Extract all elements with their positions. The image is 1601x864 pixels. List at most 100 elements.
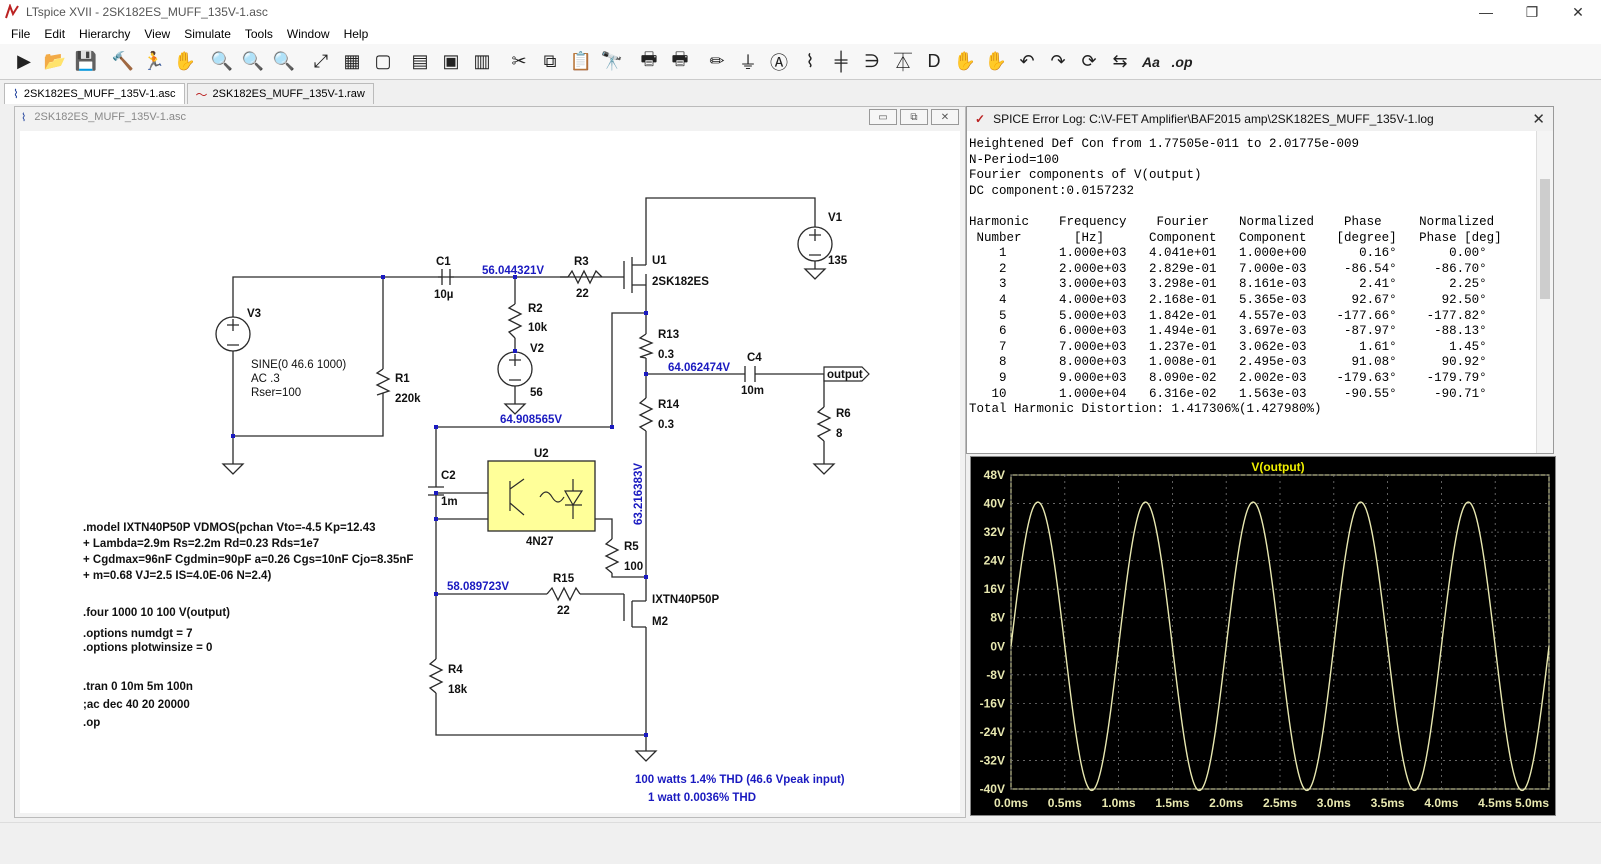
zoom-out-button[interactable]: 🔍 — [270, 48, 298, 76]
draw-wire-button[interactable]: ✏ — [703, 48, 731, 76]
label-r14-value: 0.3 — [658, 419, 674, 431]
menu-file[interactable]: File — [11, 27, 31, 41]
diode-button[interactable]: ⏄ — [889, 48, 917, 76]
log-line: Total Harmonic Distortion: 1.417306%(1.4… — [969, 402, 1322, 417]
label-v3-rser: Rser=100 — [251, 387, 301, 399]
menu-hierarchy[interactable]: Hierarchy — [79, 27, 131, 41]
mirror-button[interactable]: ⇆ — [1106, 48, 1134, 76]
label-r2-value: 10k — [528, 322, 548, 334]
window-title: LTspice XVII - 2SK182ES_MUFF_135V-1.asc — [26, 5, 268, 19]
waveform-icon: 〜 — [195, 87, 208, 102]
minimize-button[interactable]: — — [1479, 4, 1493, 20]
draw-wire-icon: ✏ — [709, 51, 725, 71]
rotate-button[interactable]: ⟳ — [1075, 48, 1103, 76]
autorange-button[interactable]: ▦ — [338, 48, 366, 76]
zoom-fit-button[interactable]: ⤢ — [307, 48, 335, 76]
status-bar — [0, 822, 1601, 844]
label-r13: R13 — [658, 329, 679, 341]
label-v1-value: 135 — [828, 255, 848, 267]
resistor-r5 — [604, 538, 620, 574]
log-scroll-thumb[interactable] — [1540, 179, 1550, 299]
y-tick-label: 32V — [984, 525, 1005, 539]
mdi-restore-button[interactable]: ⧉ — [900, 109, 928, 125]
schematic-window-title: 2SK182ES_MUFF_135V-1.asc — [34, 111, 187, 123]
node-voltage-56v: 56.044321V — [482, 265, 544, 277]
x-tick-label: 2.0ms — [1209, 796, 1243, 810]
note-100-watts: 100 watts 1.4% THD (46.6 Vpeak input) — [635, 774, 845, 786]
label-m2: M2 — [652, 616, 668, 628]
move-button[interactable]: ✋ — [951, 48, 979, 76]
schematic-canvas[interactable]: V1 135 U1 2SK182ES C1 10µ R3 22 R2 10k V… — [20, 131, 960, 813]
mdi-minimize-button[interactable]: ▭ — [869, 109, 897, 125]
directive-ac: ;ac dec 40 20 20000 — [83, 699, 190, 711]
log-close-button[interactable]: ✕ — [1532, 111, 1545, 128]
run-icon: ▶ — [17, 51, 31, 71]
y-tick-label: 16V — [984, 582, 1005, 596]
resistor-button[interactable]: ⌇ — [796, 48, 824, 76]
menu-tools[interactable]: Tools — [244, 27, 273, 41]
find-button[interactable]: 🔭 — [598, 48, 626, 76]
tile-vertical-icon: ▥ — [473, 51, 491, 71]
copy-button[interactable]: ⧉ — [536, 48, 564, 76]
text-icon: Aa — [1142, 53, 1160, 70]
y-tick-label: -16V — [980, 696, 1005, 710]
log-line: Heightened Def Con from 1.77505e-011 to … — [969, 137, 1360, 151]
plot-title[interactable]: V(output) — [1251, 460, 1304, 474]
tile-horizontal-icon: ▤ — [411, 51, 429, 71]
spice-directive-button[interactable]: .op — [1168, 48, 1196, 76]
note-1-watt: 1 watt 0.0036% THD — [648, 792, 756, 804]
tab-waveform[interactable]: 〜2SK182ES_MUFF_135V-1.raw — [186, 83, 374, 104]
ground-button[interactable]: ⏚ — [734, 48, 762, 76]
run-simulation-button[interactable]: 🏃 — [140, 48, 168, 76]
control-panel-button[interactable]: 🔨 — [109, 48, 137, 76]
x-tick-label: 5.0ms — [1515, 796, 1549, 810]
save-icon: 💾 — [74, 51, 98, 71]
cut-button[interactable]: ✂ — [505, 48, 533, 76]
log-line: Harmonic Frequency Fourier Normalized Ph… — [969, 214, 1495, 229]
y-tick-label: 8V — [990, 611, 1005, 625]
text-button[interactable]: Aa — [1137, 48, 1165, 76]
zoom-in-button[interactable]: 🔍 — [208, 48, 236, 76]
menu-view[interactable]: View — [144, 27, 171, 41]
cascade-button[interactable]: ▣ — [437, 48, 465, 76]
menu-edit[interactable]: Edit — [44, 27, 66, 41]
ground-icon: ⏚ — [739, 52, 757, 73]
component-button[interactable]: D — [920, 48, 948, 76]
paste-button[interactable]: 📋 — [567, 48, 595, 76]
menu-help[interactable]: Help — [343, 27, 369, 41]
redo-button[interactable]: ↷ — [1044, 48, 1072, 76]
capacitor-button[interactable]: ╪ — [827, 48, 855, 76]
cut-icon: ✂ — [511, 51, 527, 71]
mdi-close-button[interactable]: ✕ — [931, 109, 959, 125]
tile-vertical-button[interactable]: ▥ — [468, 48, 496, 76]
pan-hand-button[interactable]: ✋ — [171, 48, 199, 76]
drag-button[interactable]: ✋ — [982, 48, 1010, 76]
label-net-button[interactable]: Ⓐ — [765, 48, 793, 76]
grid-button[interactable]: ▢ — [369, 48, 397, 76]
label-u1-model: 2SK182ES — [652, 276, 709, 288]
maximize-button[interactable]: ❐ — [1525, 3, 1539, 20]
log-scrollbar[interactable] — [1536, 131, 1553, 453]
paste-icon: 📋 — [569, 51, 593, 71]
tile-horizontal-button[interactable]: ▤ — [406, 48, 434, 76]
log-line — [969, 199, 1535, 215]
print-preview-button[interactable]: 🖶 — [666, 48, 694, 76]
menu-simulate[interactable]: Simulate — [184, 27, 231, 41]
zoom-area-icon: 🔍 — [241, 51, 265, 71]
plot-grid — [1010, 474, 1550, 790]
zoom-area-button[interactable]: 🔍 — [239, 48, 267, 76]
close-button[interactable]: ✕ — [1572, 3, 1584, 20]
print-button[interactable]: 🖶 — [635, 48, 663, 76]
menu-window[interactable]: Window — [286, 27, 330, 41]
log-text[interactable]: Heightened Def Con from 1.77505e-011 to … — [969, 137, 1535, 451]
tab-schematic[interactable]: ⌇2SK182ES_MUFF_135V-1.asc — [4, 83, 185, 104]
inductor-button[interactable]: ∋ — [858, 48, 886, 76]
y-tick-label: -32V — [980, 753, 1005, 767]
run-button[interactable]: ▶ — [10, 48, 38, 76]
y-tick-label: 40V — [984, 497, 1005, 511]
undo-button[interactable]: ↶ — [1013, 48, 1041, 76]
waveform-chart: V(output) 48V40V32V24V16V8V0V-8V-16V-24V… — [980, 460, 1550, 810]
save-button[interactable]: 💾 — [72, 48, 100, 76]
open-button[interactable]: 📂 — [41, 48, 69, 76]
